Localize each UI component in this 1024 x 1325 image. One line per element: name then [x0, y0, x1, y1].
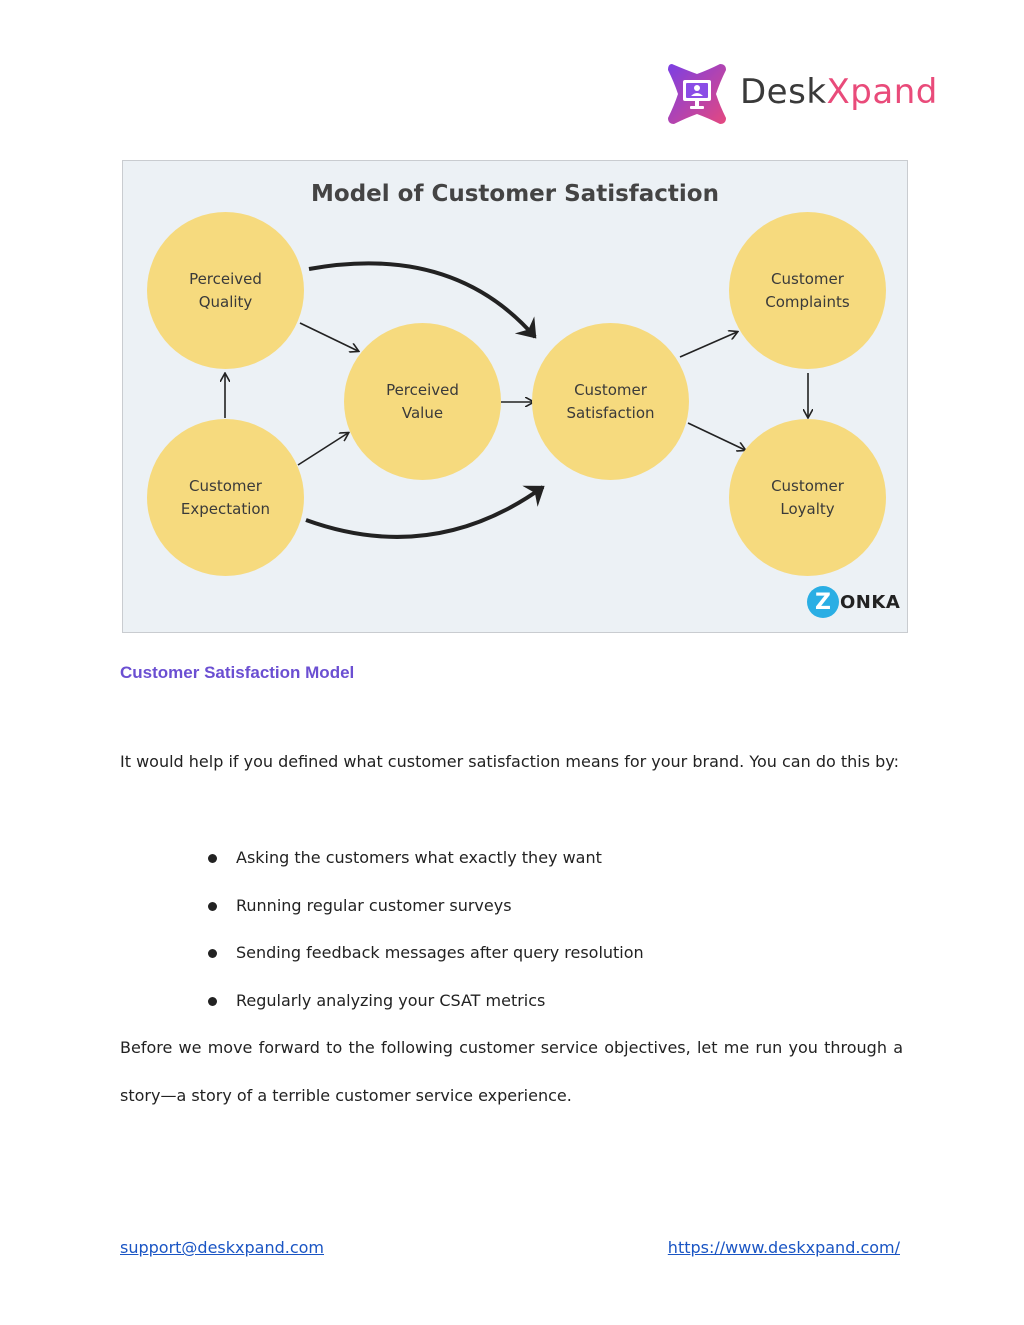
monitor-in-x-icon	[668, 64, 726, 124]
node-customer-complaints: Customer Complaints	[729, 212, 886, 369]
list-item: Asking the customers what exactly they w…	[204, 834, 644, 882]
bullet-icon	[208, 901, 217, 911]
support-email-link[interactable]: support@deskxpand.com	[120, 1238, 325, 1257]
diagram-title: Model of Customer Satisfaction	[311, 181, 719, 207]
zonka-logo-text: ONKA	[840, 591, 901, 613]
list-item-text: Running regular customer surveys	[236, 895, 512, 915]
intro-paragraph: It would help if you defined what custom…	[120, 752, 899, 771]
list-item-text: Asking the customers what exactly they w…	[236, 848, 602, 867]
arrow-expectation-to-satisfaction	[305, 485, 545, 539]
arrow-satisfaction-to-complaints	[679, 332, 737, 358]
list-item: Sending feedback messages after query re…	[204, 929, 644, 977]
logo-text-desk: Desk	[740, 72, 827, 112]
arrow-quality-to-satisfaction	[308, 261, 537, 339]
bullet-list: Asking the customers what exactly they w…	[204, 834, 644, 1024]
list-item-text: Sending feedback messages after query re…	[236, 943, 644, 963]
deskxpand-logo: DeskXpand	[664, 60, 944, 128]
node-perceived-value: Perceived Value	[344, 323, 501, 480]
bullet-icon	[208, 996, 217, 1006]
list-item-text: Regularly analyzing your CSAT metrics	[236, 990, 546, 1010]
node-customer-expectation: Customer Expectation	[147, 419, 304, 576]
arrow-satisfaction-to-loyalty	[687, 422, 745, 450]
zonka-logo-mark: Z	[807, 586, 839, 618]
closing-paragraph: Before we move forward to the following …	[120, 1038, 903, 1105]
bullet-icon	[208, 949, 217, 959]
customer-satisfaction-diagram: Model of Customer Satisfaction Perceived…	[122, 160, 908, 633]
bullet-icon	[208, 854, 217, 863]
logo-text-xpand: Xpand	[826, 72, 938, 112]
logo-wordmark: DeskXpand	[740, 72, 938, 112]
node-perceived-quality: Perceived Quality	[147, 212, 304, 369]
list-item: Regularly analyzing your CSAT metrics	[204, 977, 644, 1025]
node-customer-loyalty: Customer Loyalty	[729, 419, 886, 576]
zonka-logo: Z ONKA	[807, 585, 900, 619]
arrow-expectation-to-value	[297, 433, 348, 466]
website-link[interactable]: https://www.deskxpand.com/	[667, 1238, 900, 1257]
node-customer-satisfaction: Customer Satisfaction	[532, 323, 689, 480]
figure-caption: Customer Satisfaction Model	[120, 663, 355, 682]
diagram-arrows	[123, 261, 909, 539]
list-item: Running regular customer surveys	[204, 882, 644, 930]
arrow-quality-to-value	[299, 322, 358, 351]
